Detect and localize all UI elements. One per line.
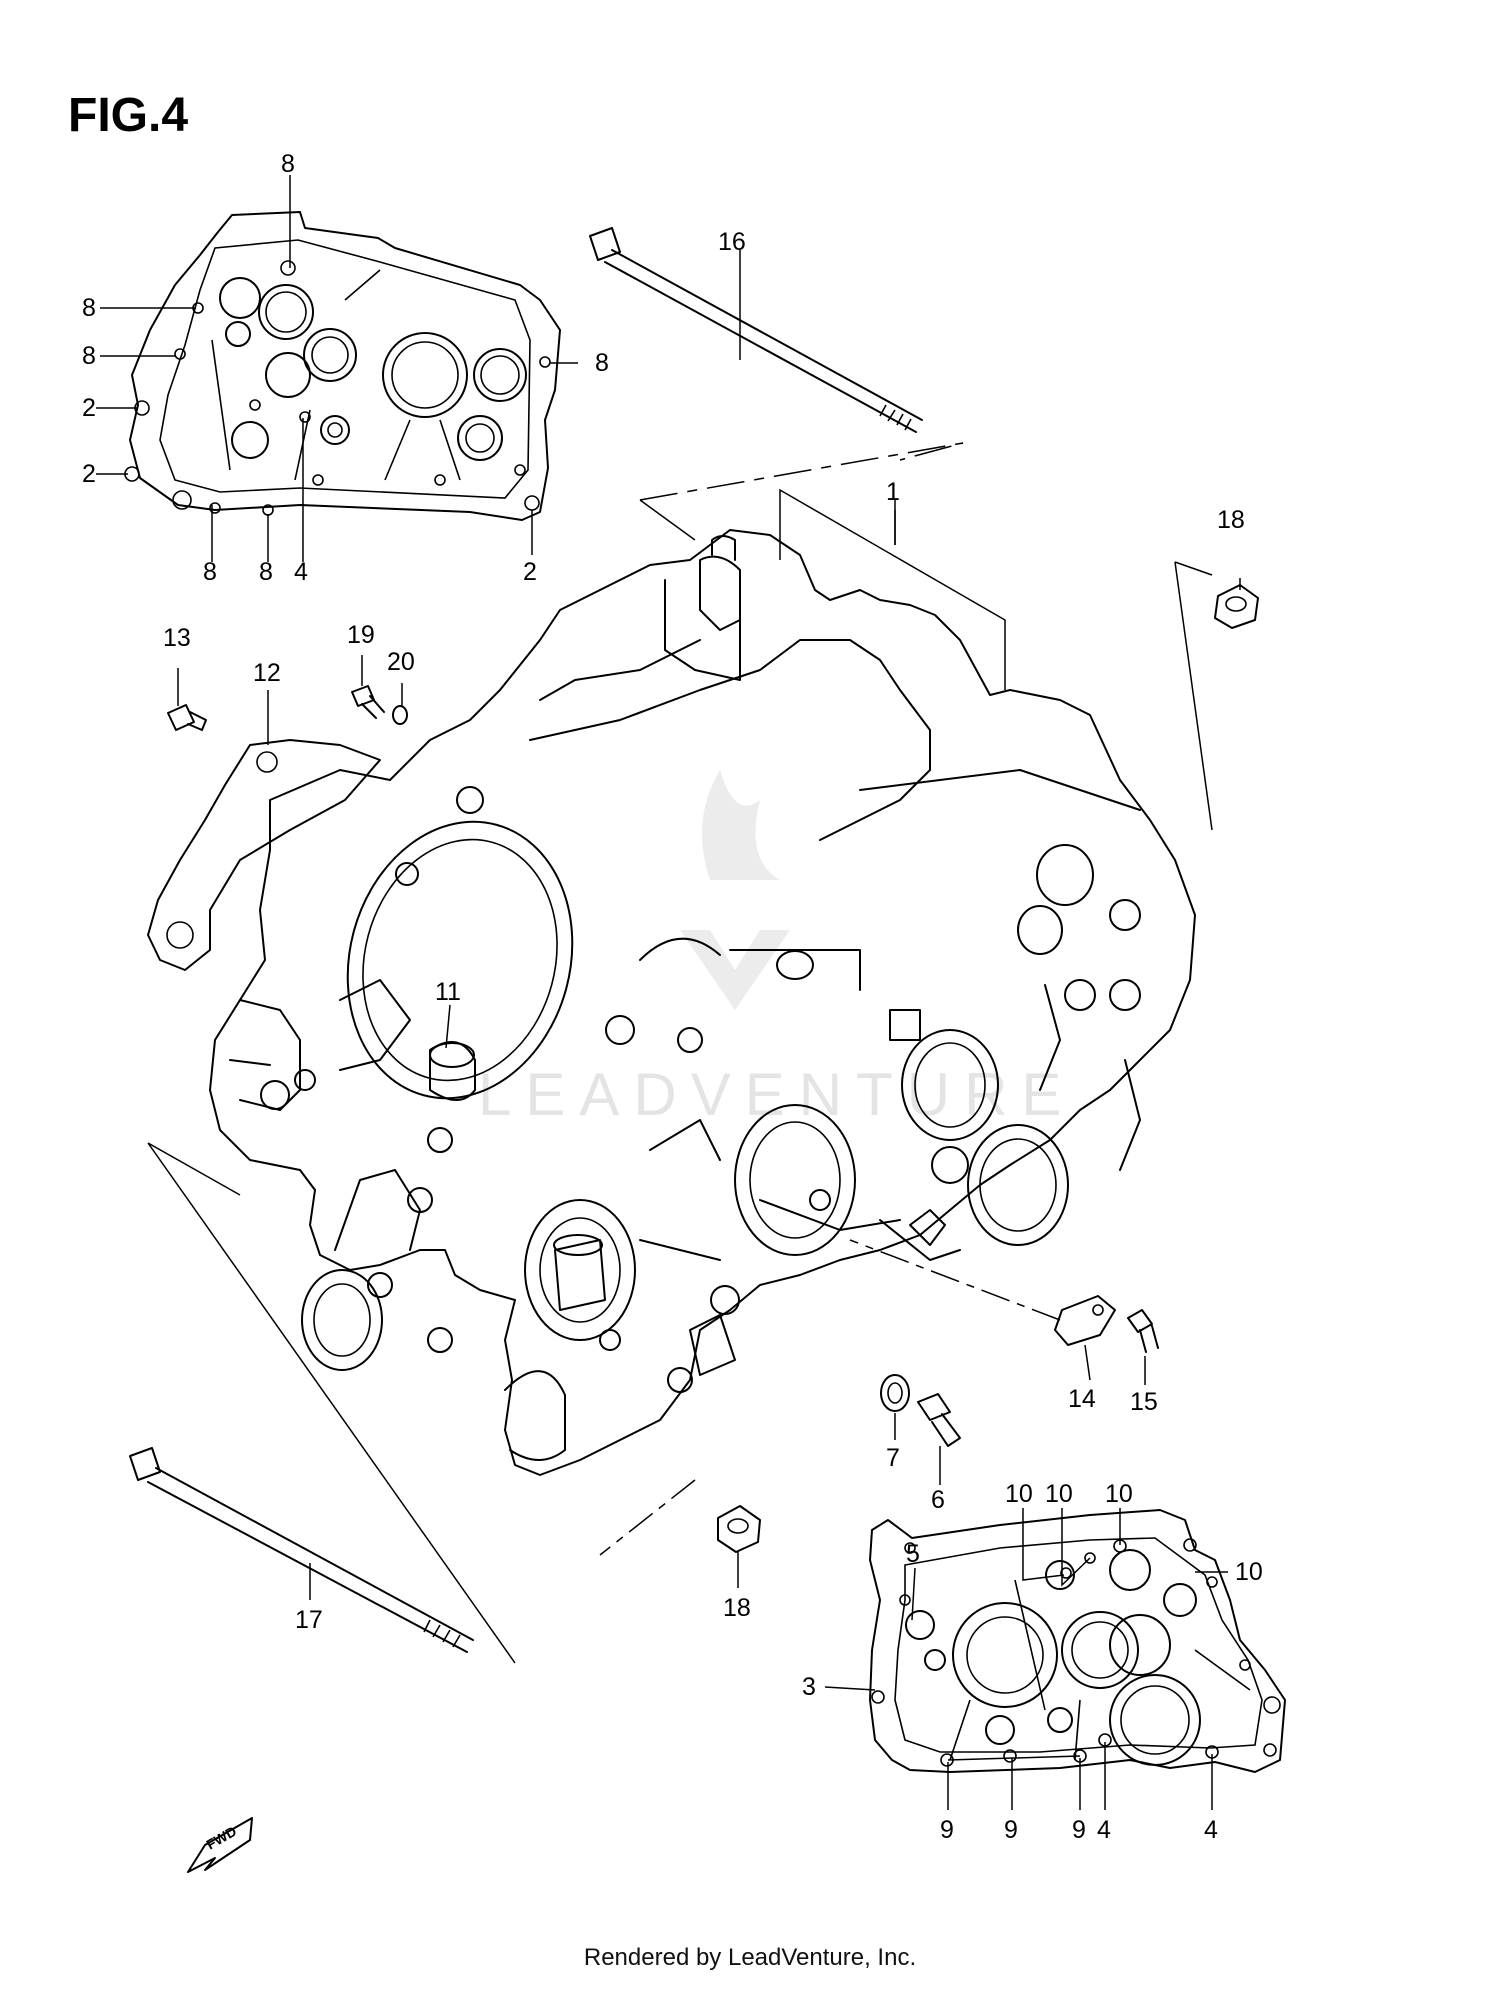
o-ring-20 bbox=[392, 705, 408, 725]
callout-label: 2 bbox=[82, 394, 96, 422]
callout-label: 9 bbox=[1004, 1816, 1018, 1844]
drain-plug-6 bbox=[917, 1393, 961, 1447]
bolt-15 bbox=[1127, 1309, 1159, 1353]
callout-label: 15 bbox=[1130, 1388, 1158, 1416]
callout-label: 9 bbox=[940, 1816, 954, 1844]
footer-credit: Rendered by LeadVenture, Inc. bbox=[583, 1944, 917, 1971]
callout-label: 12 bbox=[253, 659, 281, 687]
callout-label: 19 bbox=[347, 621, 375, 649]
fwd-label: FWD bbox=[204, 1823, 240, 1853]
nut-18-lower bbox=[717, 1505, 761, 1553]
callout-label: 2 bbox=[82, 460, 96, 488]
bolt-17 bbox=[129, 1447, 474, 1653]
callout-label: 10 bbox=[1105, 1480, 1133, 1508]
projection-lines bbox=[147, 442, 1213, 1664]
callout-label: 17 bbox=[295, 1606, 323, 1634]
callout-label: 9 bbox=[1072, 1816, 1086, 1844]
callout-label: 10 bbox=[1235, 1558, 1263, 1586]
callout-label: 8 bbox=[595, 349, 609, 377]
plate-14 bbox=[1054, 1295, 1116, 1346]
callout-label: 14 bbox=[1068, 1385, 1096, 1413]
callout-label: 11 bbox=[435, 978, 461, 1006]
callout-label: 18 bbox=[723, 1594, 751, 1622]
callout-label: 8 bbox=[82, 294, 96, 322]
callout-label: 3 bbox=[802, 1673, 816, 1701]
callout-label: 13 bbox=[163, 624, 191, 652]
callout-labels: 8 8 8 8 2 2 8 8 4 2 16 1 18 13 12 19 20 … bbox=[82, 150, 1263, 1844]
callout-label: 8 bbox=[281, 150, 295, 178]
bolt-16 bbox=[589, 227, 923, 433]
callout-label: 7 bbox=[886, 1444, 900, 1472]
watermark: LEADVENTURE bbox=[478, 770, 1075, 1128]
callout-label: 8 bbox=[82, 342, 96, 370]
nut-18-upper bbox=[1214, 584, 1259, 629]
washer-7 bbox=[880, 1374, 910, 1412]
callout-label: 8 bbox=[259, 558, 273, 586]
leader-lines bbox=[96, 175, 1241, 1810]
callout-label: 1 bbox=[886, 478, 900, 506]
callout-label: 8 bbox=[203, 558, 217, 586]
fwd-arrow: FWD bbox=[187, 1817, 253, 1873]
callout-label: 16 bbox=[718, 228, 746, 256]
callout-label: 4 bbox=[294, 558, 308, 586]
callout-label: 5 bbox=[906, 1540, 920, 1568]
callout-label: 10 bbox=[1005, 1480, 1033, 1508]
callout-label: 20 bbox=[387, 648, 415, 676]
callout-label: 6 bbox=[931, 1486, 945, 1514]
watermark-text: LEADVENTURE bbox=[478, 1061, 1075, 1128]
main-crankcase-assembly bbox=[209, 529, 1196, 1476]
callout-label: 10 bbox=[1045, 1480, 1073, 1508]
callout-label: 4 bbox=[1097, 1816, 1111, 1844]
callout-label: 4 bbox=[1204, 1816, 1218, 1844]
figure-title: FIG.4 bbox=[68, 89, 189, 142]
callout-label: 2 bbox=[523, 558, 537, 586]
union-bolt-19 bbox=[351, 685, 385, 719]
lower-right-crankcase-view bbox=[869, 1509, 1286, 1773]
bolt-13 bbox=[167, 704, 207, 731]
bracket-12 bbox=[147, 739, 381, 971]
upper-left-crankcase-view bbox=[124, 211, 561, 521]
callout-label: 18 bbox=[1217, 506, 1245, 534]
